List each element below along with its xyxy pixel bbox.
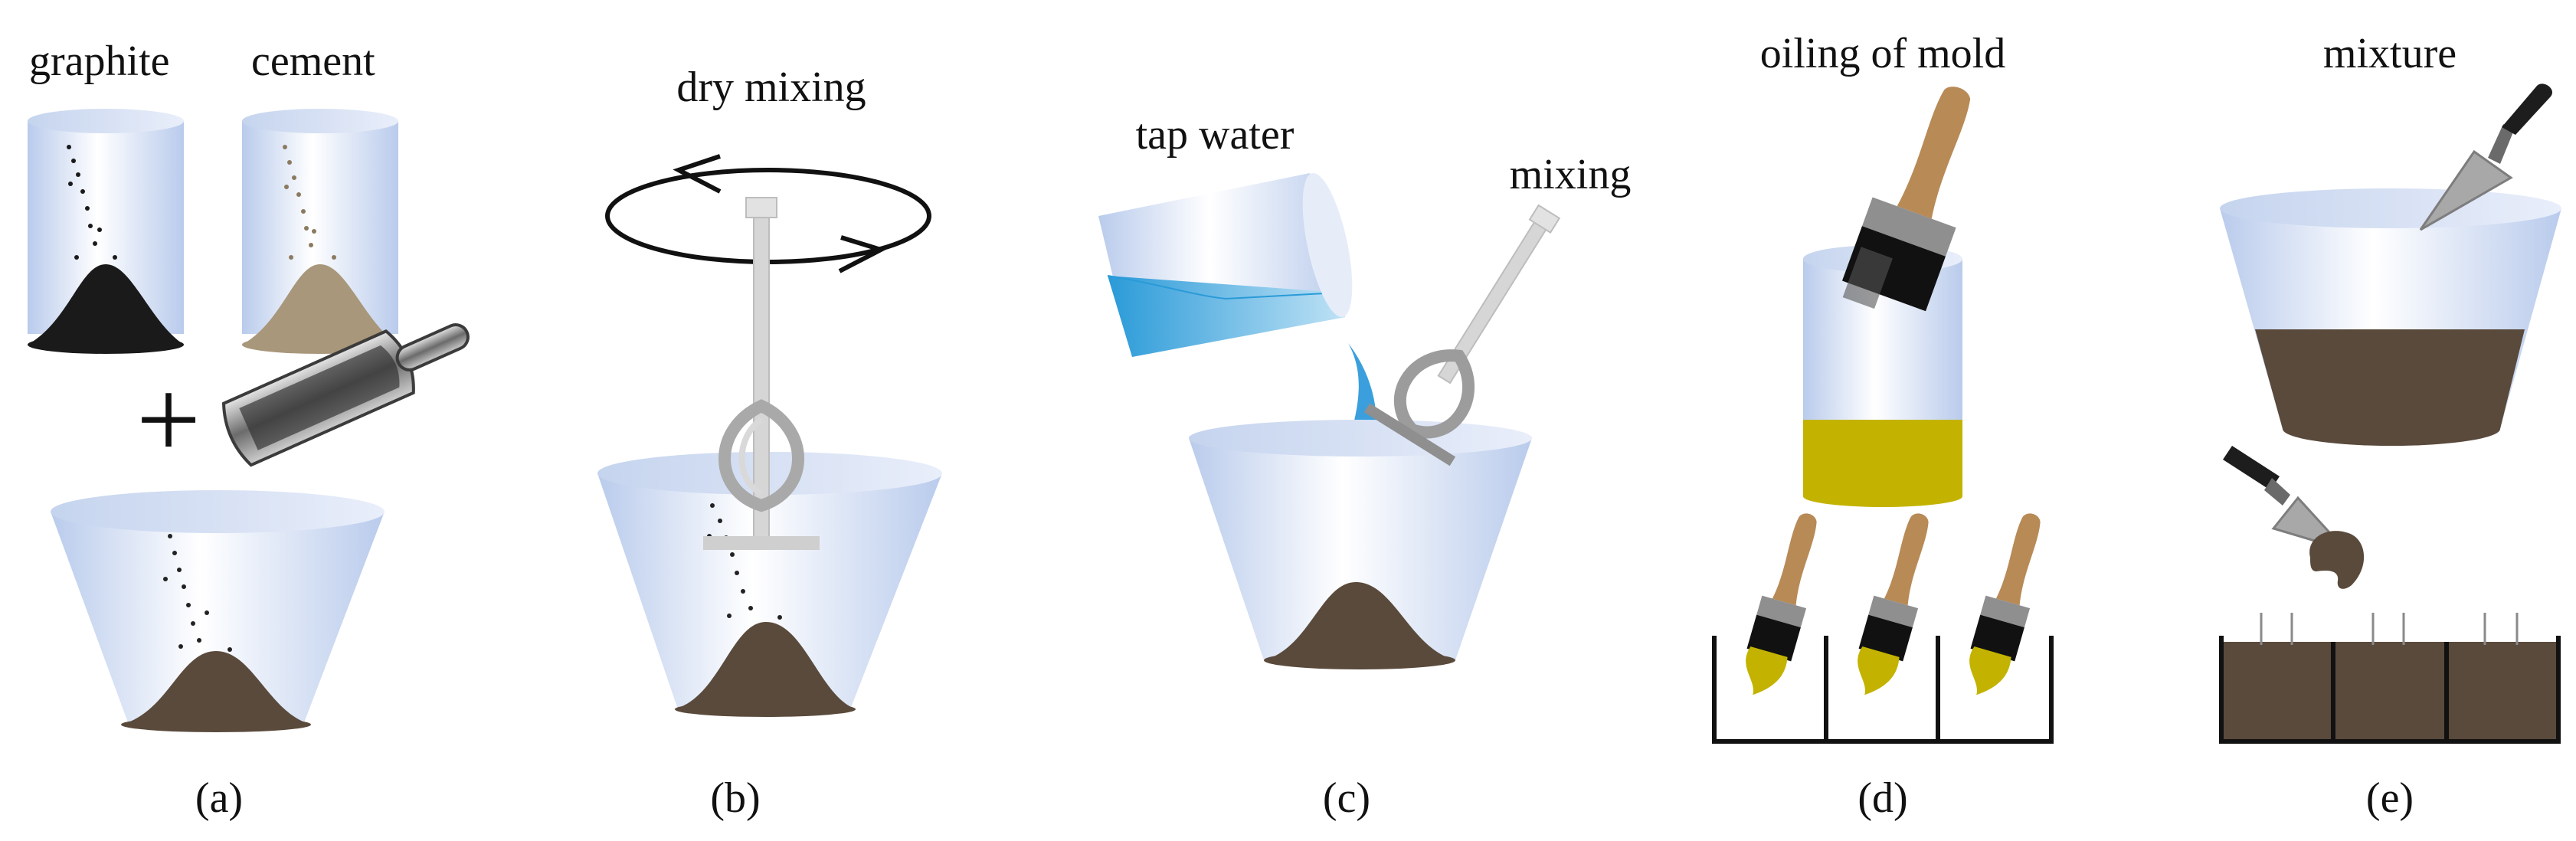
panel-d: oiling of mold bbox=[1712, 30, 2054, 822]
water-cup bbox=[1098, 172, 1353, 357]
mixing-bucket-a bbox=[51, 490, 385, 732]
caption-a: (a) bbox=[195, 774, 243, 822]
mix-pile-b bbox=[674, 622, 856, 709]
cement-cylinder bbox=[242, 109, 398, 354]
mixture-bucket bbox=[2220, 188, 2561, 446]
scoop-icon bbox=[221, 323, 470, 467]
caption-e: (e) bbox=[2366, 774, 2414, 822]
label-mixture: mixture bbox=[2323, 30, 2457, 77]
oil-can bbox=[1803, 245, 1962, 507]
mix-pile-a bbox=[121, 651, 311, 725]
label-cement: cement bbox=[251, 38, 375, 85]
plus-sign: + bbox=[136, 356, 201, 483]
panel-c: tap water mixing (c) bbox=[1098, 111, 1631, 822]
mold-pins bbox=[2260, 613, 2519, 645]
mixer-paddle-tilted bbox=[1363, 204, 1561, 466]
graphite-cylinder bbox=[28, 109, 184, 354]
panel-b: dry mixing (b bbox=[597, 64, 942, 822]
trowel-icon bbox=[2419, 83, 2553, 231]
graphite-pile bbox=[28, 264, 184, 345]
mold-e bbox=[2219, 613, 2561, 744]
mold-d bbox=[1712, 636, 2054, 744]
label-dry-mixing: dry mixing bbox=[676, 64, 866, 111]
graphite-particles bbox=[67, 145, 117, 260]
caption-b: (b) bbox=[710, 774, 760, 822]
oil-level bbox=[1803, 420, 1962, 496]
brush-small-2 bbox=[1858, 513, 1929, 695]
label-oiling-of-mold: oiling of mold bbox=[1760, 30, 2005, 77]
mixing-bucket-c bbox=[1189, 420, 1532, 669]
mix-pile-c bbox=[1264, 582, 1455, 660]
panel-e: mixture bbox=[2219, 30, 2561, 822]
caption-d: (d) bbox=[1858, 774, 1907, 822]
caption-c: (c) bbox=[1323, 774, 1370, 822]
cement-pile bbox=[242, 264, 398, 345]
brush-icon bbox=[1841, 87, 1971, 312]
trowel-with-mixture-icon bbox=[2223, 446, 2365, 589]
cement-particles bbox=[283, 145, 336, 260]
brush-small-1 bbox=[1746, 513, 1817, 695]
mixing-bucket-b bbox=[597, 452, 942, 717]
panel-a: graphite cement bbox=[28, 38, 470, 822]
brush-small-3 bbox=[1969, 513, 2041, 695]
label-tap-water: tap water bbox=[1136, 111, 1295, 159]
mix-particles-a bbox=[163, 534, 232, 652]
label-graphite: graphite bbox=[29, 38, 169, 85]
mixture-fill bbox=[2255, 329, 2525, 429]
mixer-paddle bbox=[703, 197, 820, 550]
label-mixing: mixing bbox=[1510, 151, 1632, 198]
